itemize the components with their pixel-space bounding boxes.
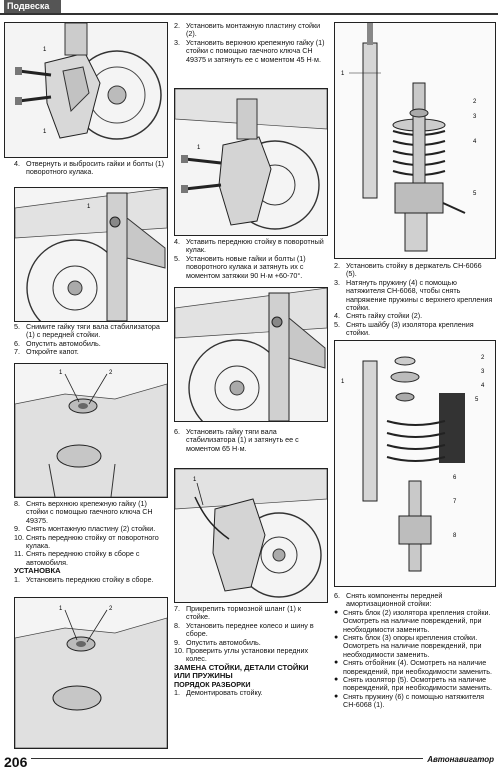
- col2-steps-2-3: 2.Установить монтажную пластину стойки (…: [174, 21, 325, 64]
- fig-label: 6: [453, 475, 457, 481]
- fig-label: 1: [59, 606, 63, 612]
- header-rule: [0, 13, 498, 15]
- page-header: Подвеска: [0, 0, 498, 15]
- bullet-icon: ●: [334, 692, 339, 700]
- figure-install-strut: 1 2: [14, 597, 168, 749]
- fig-label: 2: [481, 355, 485, 361]
- replace-heading: ЗАМЕНА СТОЙКИ, ДЕТАЛИ СТОЙКИ ИЛИ ПРУЖИНЫ: [174, 662, 309, 681]
- fig-label: 1: [43, 129, 47, 135]
- fig-label: 4: [473, 139, 477, 145]
- fig-label: 4: [481, 383, 485, 389]
- fig-label: 7: [453, 499, 457, 505]
- publisher-brand: Автонавигатор: [423, 755, 494, 764]
- fig-label: 1: [197, 145, 201, 151]
- col3-steps-2-5: 2.Установить стойку в держатель CH-6066 …: [334, 261, 493, 338]
- fig-label: 1: [341, 71, 345, 77]
- bullet-icon: ●: [334, 676, 339, 684]
- col2-step6: 6.Установить гайку тяги вала стабилизато…: [174, 427, 299, 453]
- col2-steps-7-10: 7.Прикрепить тормозной шланг (1) к стойк…: [174, 604, 326, 697]
- fig-label: 2: [109, 370, 113, 376]
- bullet-icon: ●: [334, 634, 339, 642]
- figure-strut-top-nut: 1 2: [14, 363, 168, 498]
- col3-step6-list: 6.Снять компоненты передней амортизацион…: [334, 591, 493, 710]
- fig-label: 1: [87, 204, 91, 210]
- col1-step4-text: 4.Отвернуть и выбросить гайки и болты (1…: [14, 159, 164, 177]
- col1-steps-5-7: 5.Снимите гайку тяги вала стабилизатора …: [14, 322, 160, 357]
- fig-label: 5: [473, 191, 477, 197]
- fig-label: 2: [109, 606, 113, 612]
- figure-strut-in-knuckle: 1: [174, 88, 328, 236]
- fig-label: 2: [473, 99, 477, 105]
- fig-label: 5: [475, 397, 479, 403]
- footer-rule: [4, 758, 494, 759]
- figure-brake-hose: 1: [174, 468, 328, 603]
- figure-stabilizer-nut-install: [174, 287, 328, 422]
- removal-heading: ПОРЯДОК РАЗБОРКИ: [174, 679, 251, 689]
- figure-stabilizer-link: 1: [14, 187, 168, 322]
- bullet-icon: ●: [334, 608, 339, 616]
- col2-steps-4-5: 4.Уставить переднюю стойку в поворотный …: [174, 237, 324, 280]
- figure-strut-compressor: 1 2 3 4 5: [334, 22, 496, 259]
- fig-label: 8: [453, 533, 457, 539]
- fig-label: 1: [193, 477, 197, 483]
- figure-strut-exploded: 1 2 3 4 5 6 7 8: [334, 340, 496, 587]
- page-footer: 206 Автонавигатор: [0, 752, 498, 773]
- fig-label: 3: [473, 114, 477, 120]
- fig-label: 3: [481, 369, 485, 375]
- section-title: Подвеска: [4, 0, 61, 13]
- fig-label: 1: [341, 379, 345, 385]
- col1-steps-8-11: 8.Снять верхнюю крепежную гайку (1) стой…: [14, 499, 166, 584]
- page-number: 206: [4, 754, 32, 770]
- install-heading: УСТАНОВКА: [14, 566, 61, 576]
- fig-label: 1: [59, 370, 63, 376]
- bullet-icon: ●: [334, 659, 339, 667]
- figure-knuckle-bolts: 1 1: [4, 22, 168, 158]
- fig-label: 1: [43, 47, 47, 53]
